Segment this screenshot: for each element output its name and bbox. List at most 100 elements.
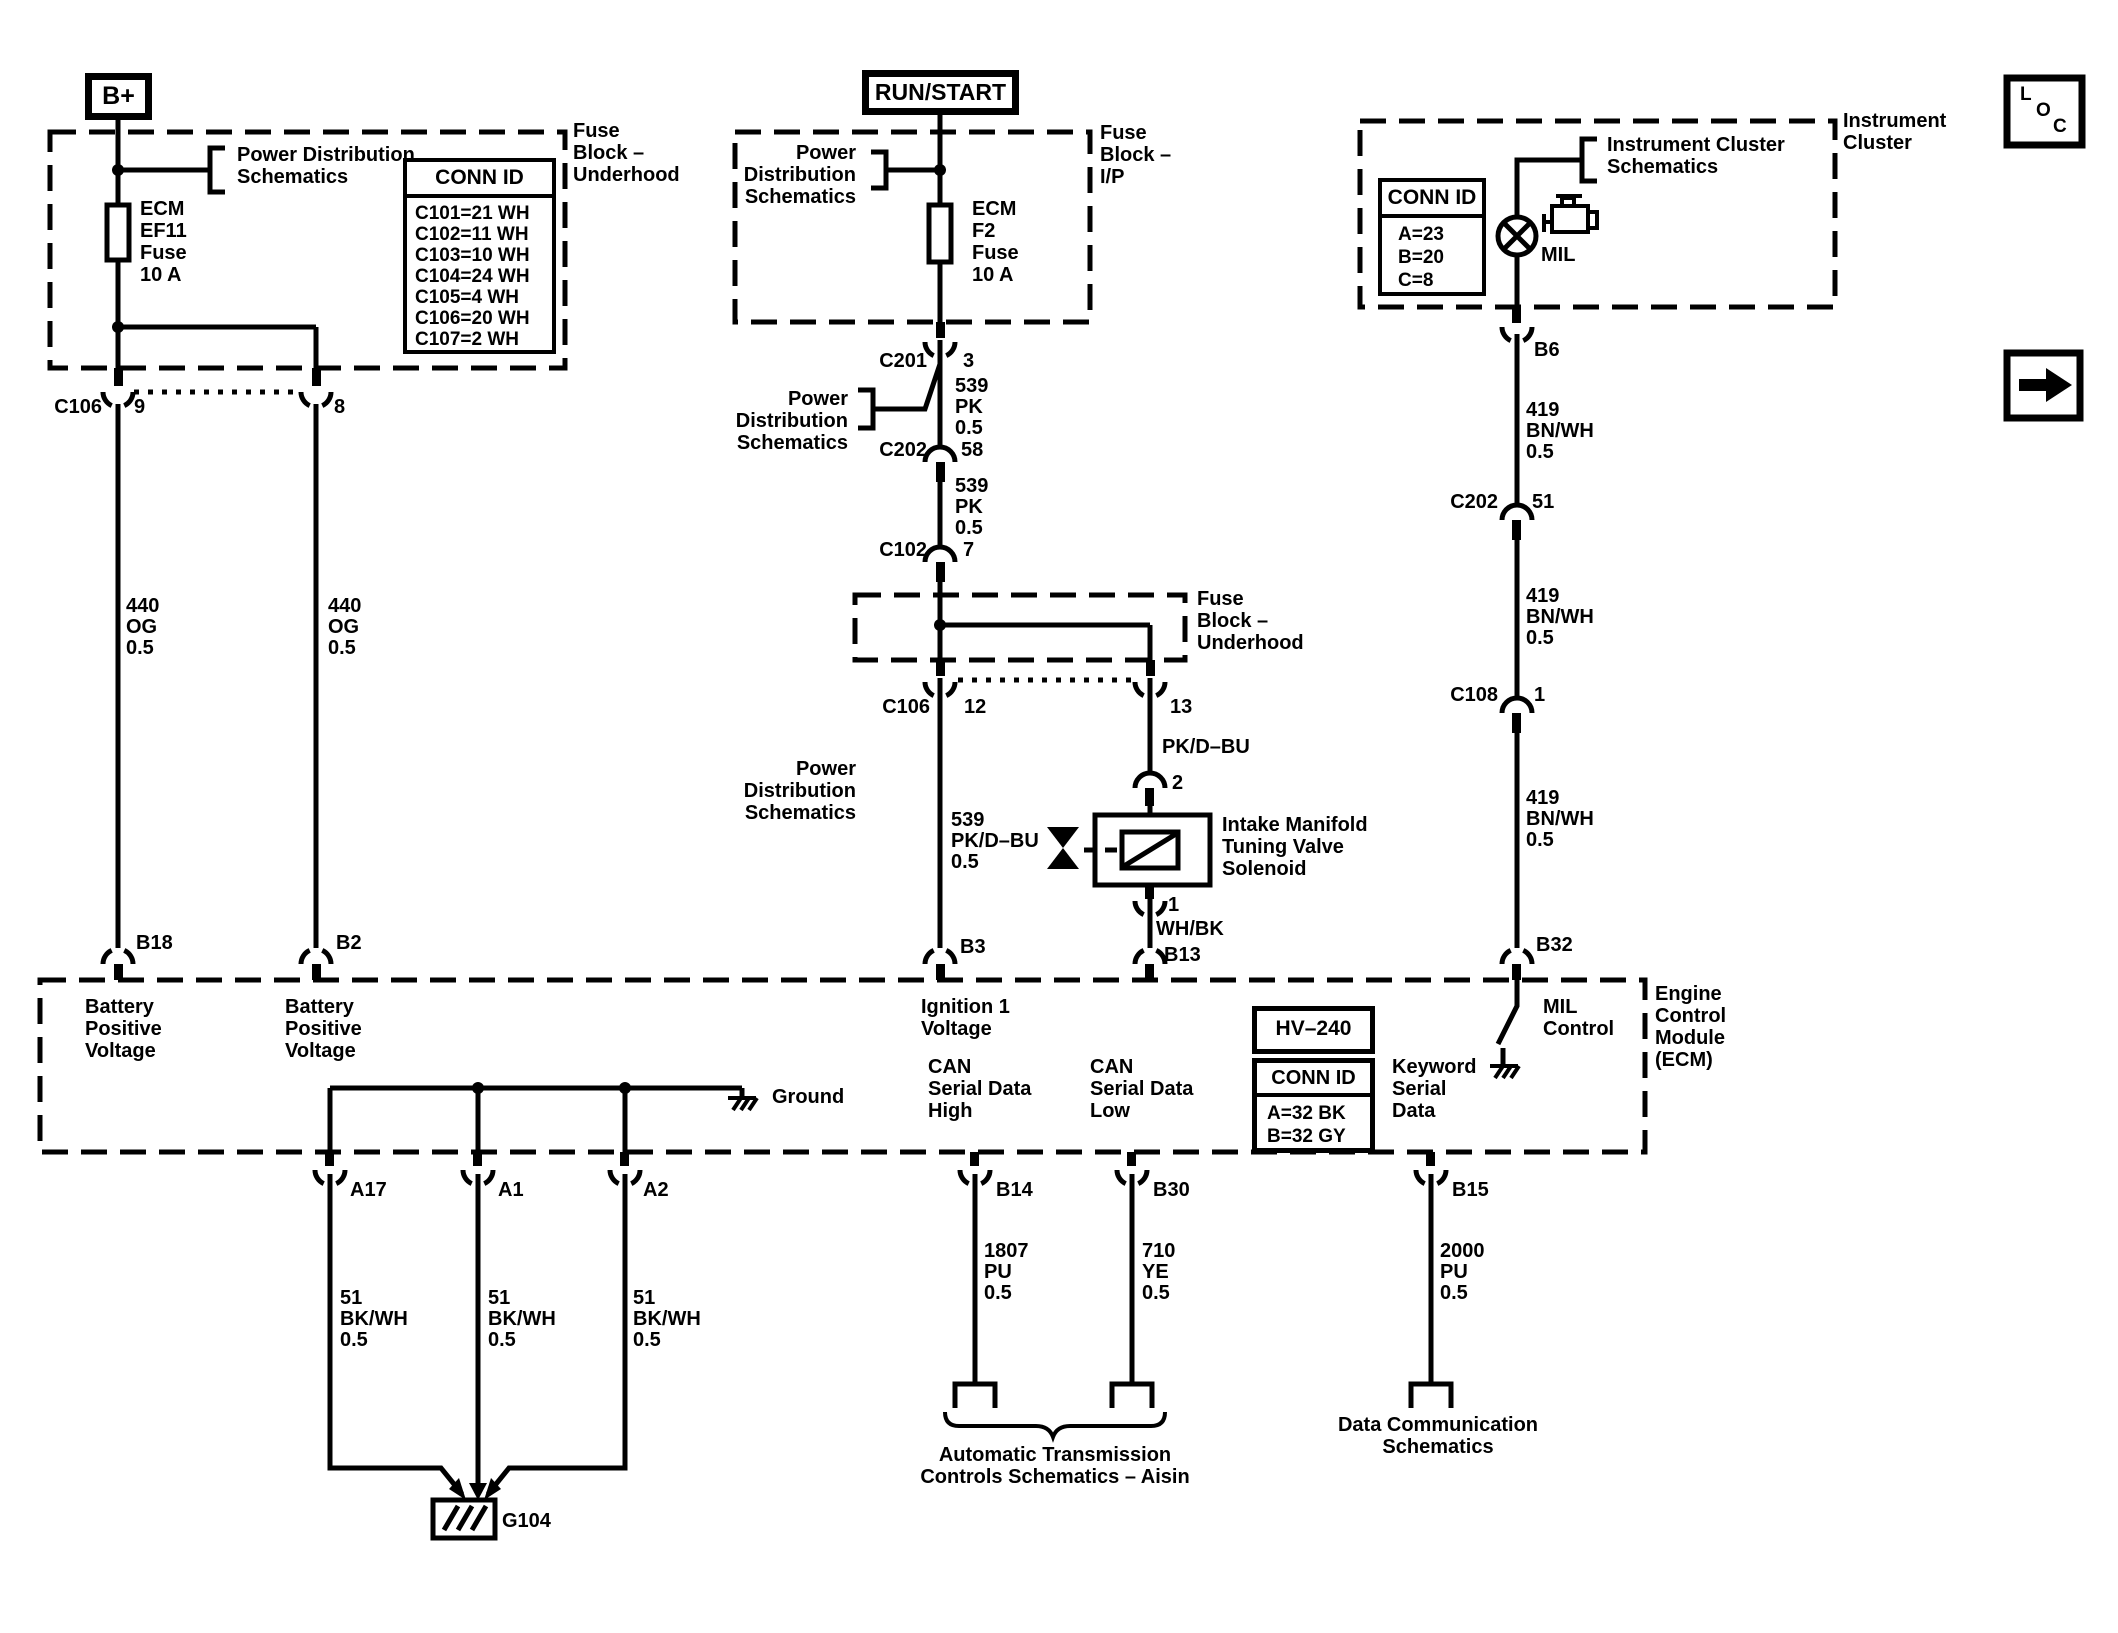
batt-pos-voltage-1: Battery Positive Voltage xyxy=(85,996,162,1062)
fuse-block-underhood2-box xyxy=(852,592,1188,663)
junction-dot xyxy=(934,619,946,631)
fuse-block-underhood2-title: Fuse Block – Underhood xyxy=(1197,588,1304,654)
ecm-bottom-arcs xyxy=(312,1169,1449,1188)
pin-12-label: 12 xyxy=(964,696,987,718)
wire-440-og-1: 440 OG 0.5 xyxy=(126,595,160,659)
pin-8-label: 8 xyxy=(334,396,346,418)
pin-b14-label: B14 xyxy=(996,1179,1033,1201)
pds-tap-line xyxy=(873,363,943,412)
conn-id-header: CONN ID xyxy=(1382,182,1482,218)
instrument-cluster-title: Instrument Cluster xyxy=(1843,110,1947,154)
pin-58-label: 58 xyxy=(961,439,984,461)
junction-dots xyxy=(112,164,124,333)
fuse-block-ip-box xyxy=(732,129,1093,325)
ground-arrowheads xyxy=(449,1478,501,1500)
pin-2-label: 2 xyxy=(1172,772,1184,794)
ground-wires xyxy=(327,1174,628,1496)
loc-icon[interactable] xyxy=(2003,74,2086,149)
ecm-box xyxy=(37,977,1648,1155)
keyword-serial-label: Keyword Serial Data xyxy=(1392,1056,1477,1122)
dest-atcs-label: Automatic Transmission Controls Schemati… xyxy=(920,1444,1190,1488)
pin-b2-label: B2 xyxy=(336,932,362,954)
fuse-ef11-label: ECM EF11 Fuse 10 A xyxy=(140,198,187,286)
mil-wires xyxy=(1499,136,1597,965)
pin-b32-label: B32 xyxy=(1536,934,1573,956)
fuse-block-underhood-title: Fuse Block – Underhood xyxy=(573,120,680,186)
intake-solenoid-icon xyxy=(1084,812,1213,888)
run-start-rail: RUN/START xyxy=(862,70,1019,115)
pin-b15-label: B15 xyxy=(1452,1179,1489,1201)
fuse-block-ip-title: Fuse Block – I/P xyxy=(1100,122,1172,188)
instrument-cluster-schem-label: Instrument Cluster Schematics xyxy=(1607,134,1785,178)
can-low-label: CAN Serial Data Low xyxy=(1090,1056,1194,1122)
pin-7-label: 7 xyxy=(963,539,975,561)
pin-b13-label: B13 xyxy=(1164,944,1201,966)
mil-stubs xyxy=(1512,307,1521,980)
valve-icon xyxy=(1047,827,1079,869)
fuse-f2-label: ECM F2 Fuse 10 A xyxy=(972,198,1019,286)
engine-icon xyxy=(1542,194,1599,234)
wire-419-3: 419 BN/WH 0.5 xyxy=(1526,787,1594,851)
wire-51-3: 51 BK/WH 0.5 xyxy=(633,1287,701,1351)
ecm-bottom-stubs xyxy=(325,1152,1435,1166)
pin-13-label: 13 xyxy=(1170,696,1193,718)
pin-51-label: 51 xyxy=(1532,491,1555,513)
wire-539-pk-2: 539 PK 0.5 xyxy=(955,475,989,539)
reference-bracket-icon xyxy=(858,387,876,431)
pin-a2-label: A2 xyxy=(643,1179,669,1201)
offpage-terminator-icon xyxy=(952,1381,998,1408)
wire-419-1: 419 BN/WH 0.5 xyxy=(1526,399,1594,463)
next-page-icon[interactable] xyxy=(2003,349,2084,422)
pin-a17-label: A17 xyxy=(350,1179,387,1201)
serial-data-wires xyxy=(952,1174,1454,1408)
wire-51-2: 51 BK/WH 0.5 xyxy=(488,1287,556,1351)
fuse-f2-icon xyxy=(926,202,954,265)
pin-b18-label: B18 xyxy=(136,932,173,954)
ignition1-voltage-label: Ignition 1 Voltage xyxy=(921,996,1010,1040)
offpage-terminator-icon xyxy=(1109,1381,1155,1408)
junction-dot xyxy=(934,164,946,176)
bplus-rail: B+ xyxy=(85,73,152,120)
connector-c106-label: C106 xyxy=(54,396,102,418)
pds-label-3: Power Distribution Schematics xyxy=(735,388,848,454)
ground-label: Ground xyxy=(772,1086,845,1108)
loc-letter-c: C xyxy=(2053,116,2067,137)
junction-dots-ecm xyxy=(472,1082,631,1094)
ground-g104-label: G104 xyxy=(502,1510,551,1532)
fuse-block-underhood-box xyxy=(47,129,568,371)
reference-bracket-icon xyxy=(207,145,225,195)
pin-a1-label: A1 xyxy=(498,1179,524,1201)
connector-c202-label: C202 xyxy=(879,439,927,461)
conn-id-table-ecm: CONN ID A=32 BK B=32 GY xyxy=(1252,1058,1375,1153)
reference-bracket-icon xyxy=(871,149,889,191)
wire-whbk-color: WH/BK xyxy=(1156,918,1224,940)
mil-label: MIL xyxy=(1541,244,1576,266)
pin-9-label: 9 xyxy=(134,396,146,418)
ground-g104-icon xyxy=(430,1497,498,1541)
conn-id-table-cluster: CONN ID A=23 B=20 C=8 xyxy=(1378,178,1486,296)
mil-control-label: MIL Control xyxy=(1543,996,1615,1040)
conn-id-rows: A=23 B=20 C=8 xyxy=(1398,224,1444,291)
intake-solenoid-label: Intake Manifold Tuning Valve Solenoid xyxy=(1222,814,1368,880)
offpage-terminator-icon xyxy=(1408,1381,1454,1408)
wire-440-og-2: 440 OG 0.5 xyxy=(328,595,362,659)
can-high-label: CAN Serial Data High xyxy=(928,1056,1032,1122)
wire-pkdbu-color: PK/D–BU xyxy=(1162,736,1250,758)
wire-710-ye: 710 YE 0.5 xyxy=(1142,1240,1176,1304)
connector-c102-label: C102 xyxy=(879,539,927,561)
ecm-title: Engine Control Module (ECM) xyxy=(1655,983,1727,1071)
brace-icon xyxy=(943,1411,1167,1443)
pds-label-1: Power Distribution Schematics xyxy=(237,144,415,188)
pin-b3-label: B3 xyxy=(960,936,986,958)
underhood2-internal xyxy=(940,622,1153,683)
pin-1-label: 1 xyxy=(1168,894,1180,916)
conn-id-table-underhood: CONN ID C101=21 WH C102=11 WH C103=10 WH… xyxy=(403,158,556,354)
wire-539-pkdbu: 539 PK/D–BU 0.5 xyxy=(951,809,1039,873)
pin-3-label: 3 xyxy=(963,350,975,372)
connector-c106b-label: C106 xyxy=(882,696,930,718)
fuse-ef11-icon xyxy=(104,202,132,263)
wire-51-1: 51 BK/WH 0.5 xyxy=(340,1287,408,1351)
wire-1807-pu: 1807 PU 0.5 xyxy=(984,1240,1029,1304)
